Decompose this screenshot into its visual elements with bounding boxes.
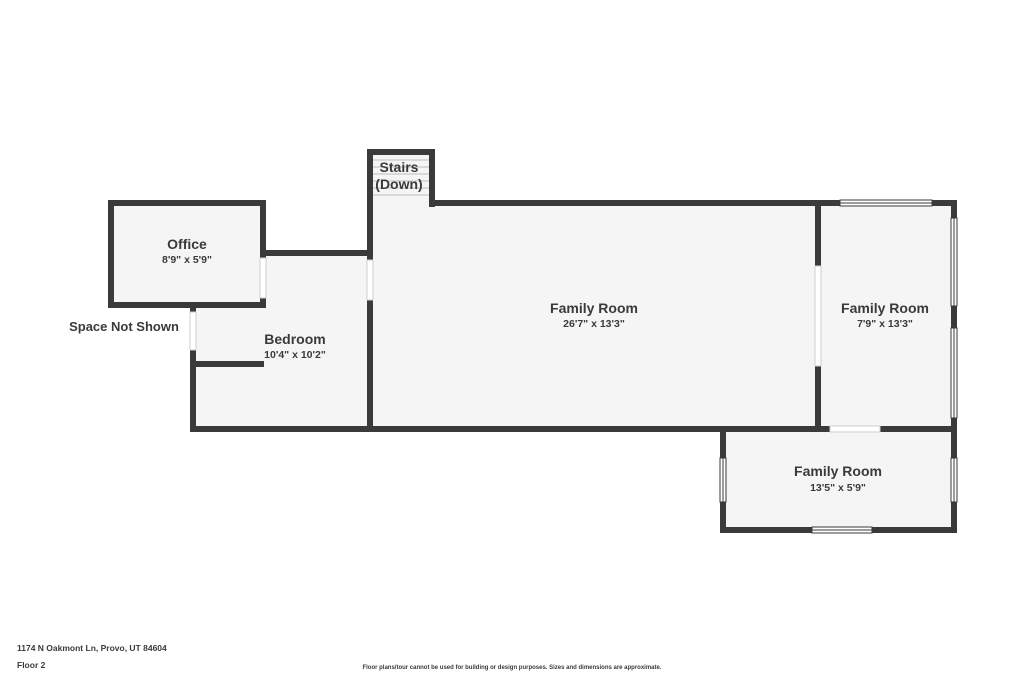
family-room-main-label: Family Room	[550, 300, 638, 316]
office-wall-top	[108, 200, 266, 206]
family-south-wall-bottom-right	[872, 527, 957, 533]
stairs-wall-top	[367, 149, 435, 155]
office-door	[259, 257, 267, 299]
family-main-wall-right-lower	[815, 366, 821, 432]
family-room-south-dims: 13'5" x 5'9"	[810, 482, 866, 494]
walls	[108, 149, 957, 533]
bedroom-wall-left-lower	[190, 350, 196, 432]
stairs-label-line1: Stairs	[380, 159, 419, 175]
family-main-wall-right-upper	[815, 200, 821, 266]
bedroom-wall-top	[260, 250, 373, 256]
space-not-shown-label: Space Not Shown	[69, 319, 179, 334]
family-main-wall-bottom	[190, 426, 957, 432]
stair-treads	[373, 159, 430, 196]
family-south-opening	[829, 425, 881, 433]
family-south-wall-left-bottom	[720, 502, 726, 533]
family-room-south-floor	[723, 428, 953, 530]
family-room-main-floor	[370, 203, 818, 428]
bedroom-partition	[190, 361, 264, 367]
bedroom-side-door	[189, 311, 197, 351]
bedroom-wall-right-lower	[367, 300, 373, 432]
family-east-wall-top-left	[815, 200, 840, 206]
stairs-wall-right	[429, 149, 435, 207]
bedroom-wall-right-upper	[367, 150, 373, 260]
room-labels: Stairs (Down) Office 8'9" x 5'9" Bedroom…	[162, 159, 929, 494]
family-room-east-dims: 7'9" x 13'3"	[857, 318, 913, 330]
office-wall-right-upper	[260, 200, 266, 258]
windows	[719, 199, 958, 534]
family-room-east-floor	[818, 203, 953, 428]
disclaimer-text: Floor plans/tour cannot be used for buil…	[362, 665, 662, 671]
family-east-wall-right-mid	[951, 306, 957, 328]
family-east-wall-top-right	[932, 200, 957, 206]
bedroom-floor	[193, 253, 371, 428]
bedroom-family-door	[366, 259, 374, 301]
floor-label: Floor 2	[17, 660, 46, 670]
office-label: Office	[167, 236, 207, 252]
family-room-south-label: Family Room	[794, 463, 882, 479]
office-wall-bottom	[108, 302, 266, 308]
family-south-wall-right-bottom	[951, 502, 957, 533]
family-east-wall-right-top	[951, 200, 957, 218]
family-south-wall-bottom-left	[720, 527, 812, 533]
family-room-main-dims: 26'7" x 13'3"	[563, 318, 625, 330]
family-east-opening	[814, 265, 822, 367]
bedroom-label: Bedroom	[264, 331, 325, 347]
stairs-label-line2: (Down)	[375, 176, 422, 192]
floor-fills	[111, 152, 953, 530]
door-openings	[189, 257, 881, 433]
office-dims: 8'9" x 5'9"	[162, 254, 212, 266]
address-text: 1174 N Oakmont Ln, Provo, UT 84604	[17, 643, 167, 653]
bedroom-wall-left-upper	[190, 302, 196, 312]
office-wall-left	[108, 200, 114, 308]
family-east-wall-right-bottom	[951, 418, 957, 458]
family-south-wall-left-top	[720, 426, 726, 458]
office-wall-right-lower	[260, 298, 266, 308]
family-main-wall-top	[429, 200, 839, 206]
family-room-east-label: Family Room	[841, 300, 929, 316]
bedroom-dims: 10'4" x 10'2"	[264, 349, 326, 361]
